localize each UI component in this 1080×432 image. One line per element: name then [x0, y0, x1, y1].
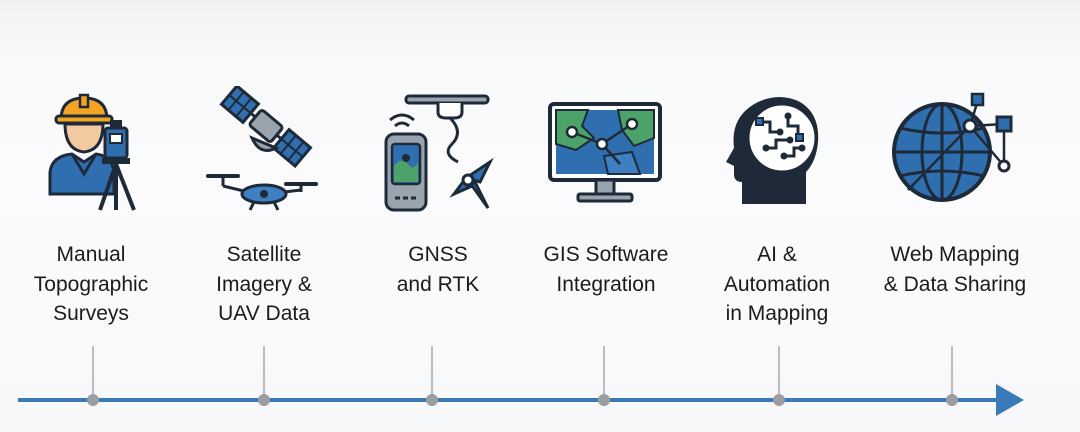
timeline-arrow	[18, 384, 1024, 416]
timeline-connector	[92, 346, 94, 400]
surveyor-theodolite-icon	[22, 86, 162, 216]
step-label-gnss-rtk: GNSS and RTK	[396, 243, 480, 296]
step-label-gis-integration: GIS Software Integration	[543, 243, 669, 296]
timeline-node	[773, 394, 785, 406]
timeline-node	[946, 394, 958, 406]
timeline-connector	[778, 346, 780, 400]
timeline-node	[598, 394, 610, 406]
step-label-manual-surveys: Manual Topographic Surveys	[33, 243, 149, 325]
satellite-drone-icon	[196, 86, 336, 216]
timeline-connector	[951, 346, 953, 400]
timeline-connector	[603, 346, 605, 400]
step-label-web-mapping: Web Mapping & Data Sharing	[883, 243, 1027, 296]
globe-network-icon	[886, 86, 1026, 216]
timeline-node	[426, 394, 438, 406]
step-label-ai-automation: AI & Automation in Mapping	[723, 243, 831, 325]
ai-head-circuit-icon	[710, 86, 850, 216]
step-label-satellite-uav: Satellite Imagery & UAV Data	[216, 243, 312, 325]
gnss-receiver-icon	[368, 86, 508, 216]
timeline-node	[87, 394, 99, 406]
gis-monitor-map-icon	[536, 86, 676, 216]
timeline-connector	[431, 346, 433, 400]
timeline-node	[258, 394, 270, 406]
timeline-connector	[263, 346, 265, 400]
